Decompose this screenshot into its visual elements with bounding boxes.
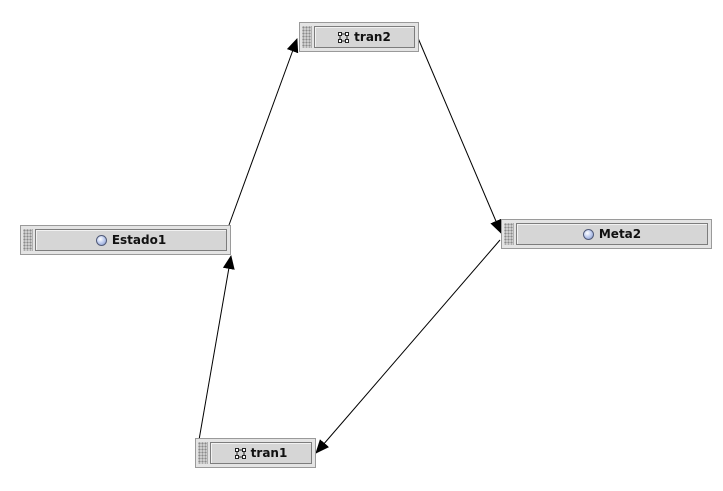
node-estado1[interactable]: Estado1 [20,225,231,255]
drag-handle[interactable] [23,229,33,251]
state-circle-icon [582,228,594,240]
edge-estado1-to-tran2[interactable] [228,38,299,226]
edge-tran2-to-meta2[interactable] [417,37,502,234]
transition-icon [338,31,350,43]
node-tran1[interactable]: tran1 [195,438,316,468]
node-meta2-button[interactable]: Meta2 [516,223,708,245]
node-label: tran2 [354,30,391,44]
node-label: Meta2 [598,227,642,241]
drag-handle[interactable] [302,26,312,48]
node-estado1-button[interactable]: Estado1 [35,229,227,251]
edge-meta2-to-tran1[interactable] [315,239,501,454]
node-tran2-button[interactable]: tran2 [314,26,415,48]
node-label: Estado1 [111,233,167,247]
edge-tran1-to-estado1[interactable] [198,255,235,441]
node-tran2[interactable]: tran2 [299,22,419,52]
state-circle-icon [95,234,107,246]
drag-handle[interactable] [198,442,208,464]
transition-icon [234,447,246,459]
node-meta2[interactable]: Meta2 [501,219,712,249]
node-tran1-button[interactable]: tran1 [210,442,312,464]
drag-handle[interactable] [504,223,514,245]
node-label: tran1 [250,446,288,460]
